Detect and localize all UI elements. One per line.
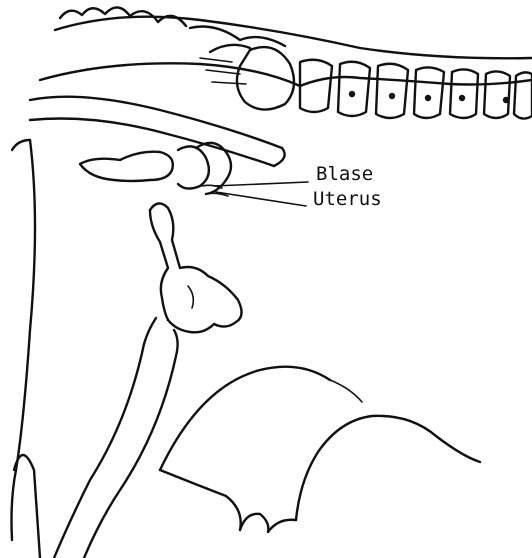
vertebral-column (40, 7, 532, 118)
body-outline (12, 140, 41, 558)
leader-lines (214, 182, 308, 206)
pelvis-and-femur (54, 203, 242, 558)
ventral-contour (160, 367, 480, 532)
label-uterus: Uterus (313, 190, 382, 209)
label-blase: Blase (316, 165, 373, 184)
rectum (30, 97, 285, 166)
pelvic-organs (80, 143, 231, 196)
